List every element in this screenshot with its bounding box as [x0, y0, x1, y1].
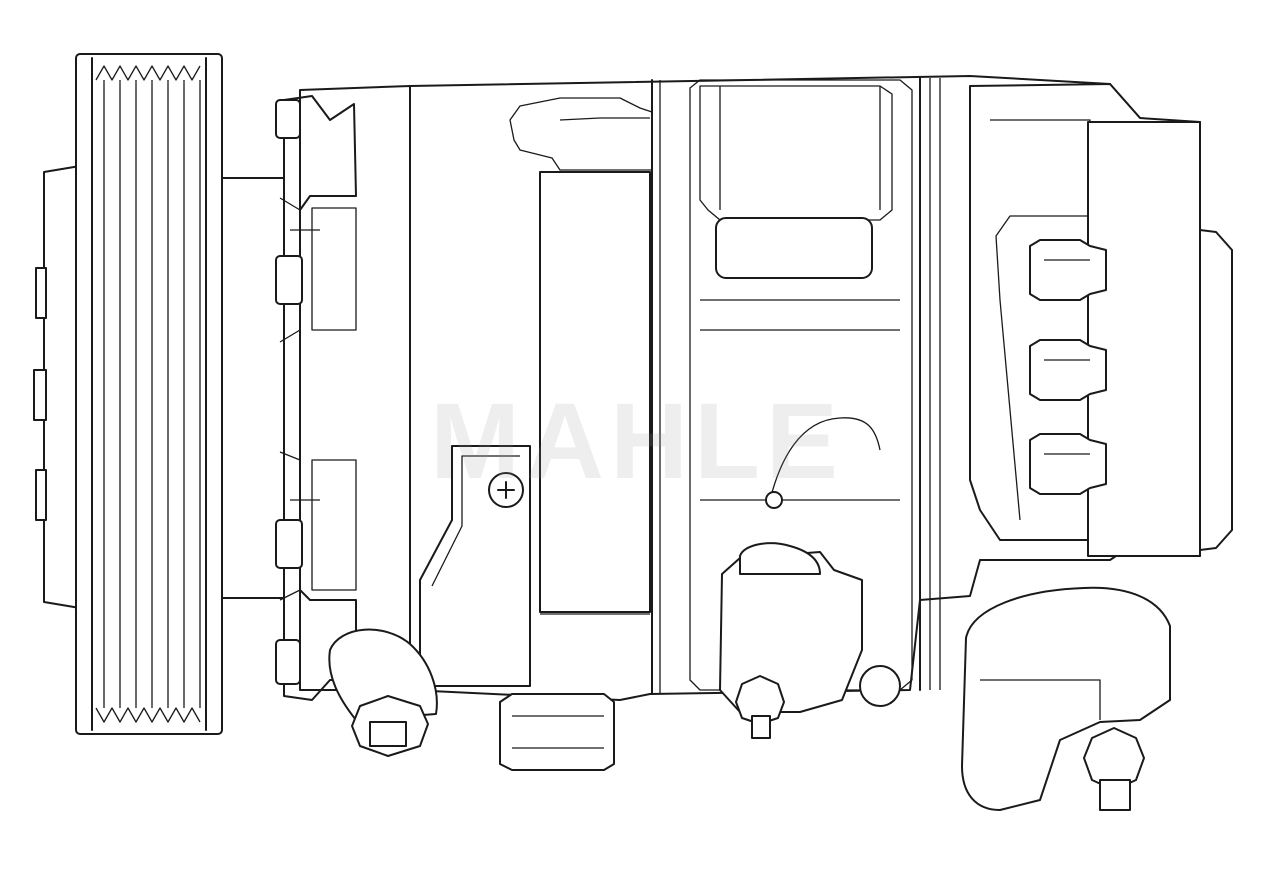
front-head [275, 85, 411, 701]
control-valve [719, 542, 901, 739]
mounting-bracket [419, 445, 531, 687]
pulley [75, 53, 223, 735]
clutch-hub [33, 165, 81, 609]
rear-fins [1029, 239, 1107, 495]
shaft-neck [221, 177, 285, 599]
bottom-pad [499, 693, 615, 771]
watermark-text: MAHLE [430, 380, 844, 501]
rear-head [969, 83, 1233, 557]
main-body [409, 75, 1141, 701]
lower-left-fitting [328, 628, 438, 757]
right-lower-fitting [961, 586, 1171, 811]
mahle-watermark: MAHLE [430, 380, 844, 501]
